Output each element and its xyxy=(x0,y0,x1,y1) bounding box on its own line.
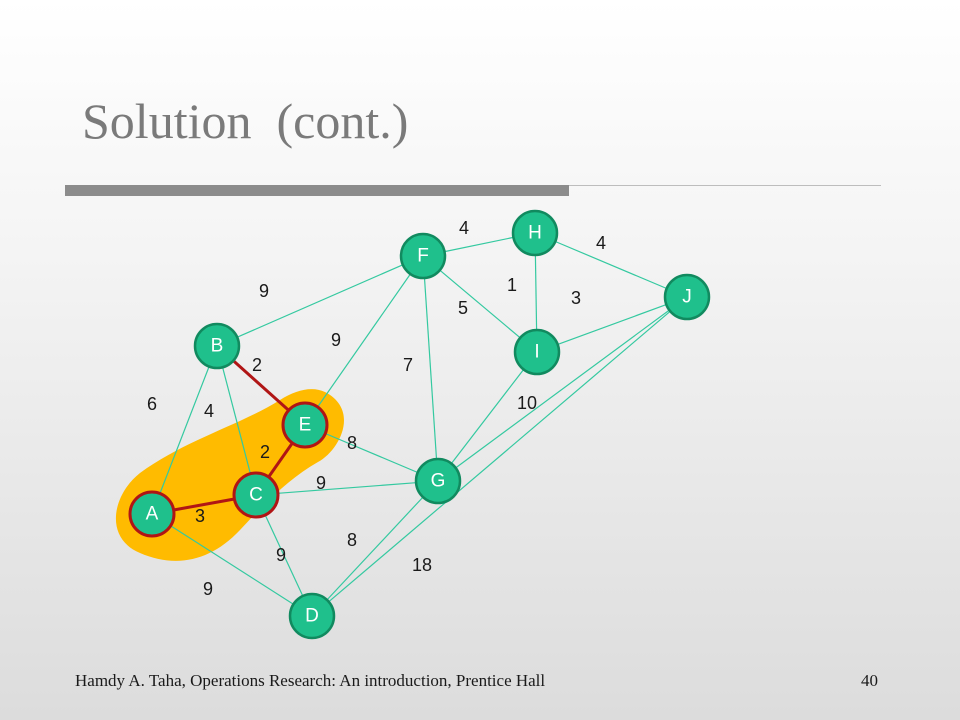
edge-f-g xyxy=(423,277,438,460)
slide-title: Solution (cont.) xyxy=(82,93,409,149)
edge-e-c xyxy=(267,442,294,478)
node-circle-a xyxy=(128,490,176,538)
node-label-g: G xyxy=(431,471,446,492)
edge-i-j xyxy=(557,304,667,345)
node-label-e: E xyxy=(299,415,312,436)
weights-layer: 9 4 4 1 5 3 9 7 2 6 4 2 8 9 3 10 8 9 9 18 xyxy=(147,218,606,599)
node-label-d: D xyxy=(305,606,319,627)
weight-label-a-b: 6 xyxy=(147,394,157,414)
weight-label-e-g: 8 xyxy=(347,433,357,453)
weight-label-g-d: 8 xyxy=(347,530,357,550)
node-label-h: H xyxy=(528,223,542,244)
node-circle-h xyxy=(511,209,559,257)
nodes-layer: A B C D E F G H I J xyxy=(128,209,711,640)
node-circle-c xyxy=(232,471,280,519)
node-b: B xyxy=(193,322,241,370)
node-label-i: I xyxy=(534,342,539,363)
node-d: D xyxy=(288,592,336,640)
edge-b-f xyxy=(236,264,404,338)
node-g: G xyxy=(414,457,462,505)
node-circle-e xyxy=(281,401,329,449)
node-label-j: J xyxy=(682,287,692,308)
node-i: I xyxy=(513,328,561,376)
title-underline-thin xyxy=(569,185,881,186)
edge-e-g xyxy=(325,432,418,474)
node-circle-b xyxy=(193,322,241,370)
weight-label-h-j: 4 xyxy=(596,233,606,253)
weight-label-c-d: 9 xyxy=(276,545,286,565)
edge-h-j xyxy=(555,240,667,290)
edge-b-e xyxy=(232,359,290,412)
edge-f-h xyxy=(444,236,514,253)
edge-a-b xyxy=(159,366,210,494)
weight-label-b-f: 9 xyxy=(259,281,269,301)
edge-i-g xyxy=(450,369,525,464)
weight-label-i-g: 10 xyxy=(517,393,537,413)
edge-a-d xyxy=(170,525,294,605)
weight-label-i-j: 3 xyxy=(571,288,581,308)
node-f: F xyxy=(399,232,447,280)
edge-f-e xyxy=(317,273,411,408)
weight-label-c-g: 9 xyxy=(316,473,326,493)
node-label-f: F xyxy=(417,246,429,267)
weight-label-b-e: 2 xyxy=(252,355,262,375)
weight-label-h-i: 1 xyxy=(507,275,517,295)
weight-label-d-j: 18 xyxy=(412,555,432,575)
edge-f-i xyxy=(439,269,521,339)
footer-citation: Hamdy A. Taha, Operations Research: An i… xyxy=(75,671,546,690)
node-circle-g xyxy=(414,457,462,505)
weight-label-b-c: 4 xyxy=(204,401,214,421)
node-circle-f xyxy=(399,232,447,280)
weight-label-e-c: 2 xyxy=(260,442,270,462)
weight-label-f-i: 5 xyxy=(458,298,468,318)
weight-label-f-h: 4 xyxy=(459,218,469,238)
node-e: E xyxy=(281,401,329,449)
edge-a-c xyxy=(173,497,235,512)
edge-b-c xyxy=(222,367,251,474)
edge-d-j xyxy=(328,310,671,603)
weight-label-f-g: 7 xyxy=(403,355,413,375)
node-j: J xyxy=(663,273,711,321)
node-label-b: B xyxy=(211,336,224,357)
node-circle-d xyxy=(288,592,336,640)
node-label-a: A xyxy=(146,504,159,525)
node-c: C xyxy=(232,471,280,519)
edge-g-j xyxy=(455,309,670,469)
title-underline-thick xyxy=(65,185,569,196)
weight-label-a-d: 9 xyxy=(203,579,213,599)
node-circle-i xyxy=(513,328,561,376)
weight-label-f-e: 9 xyxy=(331,330,341,350)
weight-label-a-c: 3 xyxy=(195,506,205,526)
edges-layer xyxy=(159,236,671,605)
node-a: A xyxy=(128,490,176,538)
node-h: H xyxy=(511,209,559,257)
node-label-c: C xyxy=(249,485,263,506)
node-circle-j xyxy=(663,273,711,321)
edge-h-i xyxy=(534,254,538,331)
page-number: 40 xyxy=(861,671,878,690)
edge-c-d xyxy=(264,514,304,597)
edge-g-d xyxy=(326,496,424,601)
edge-c-g xyxy=(277,482,417,494)
